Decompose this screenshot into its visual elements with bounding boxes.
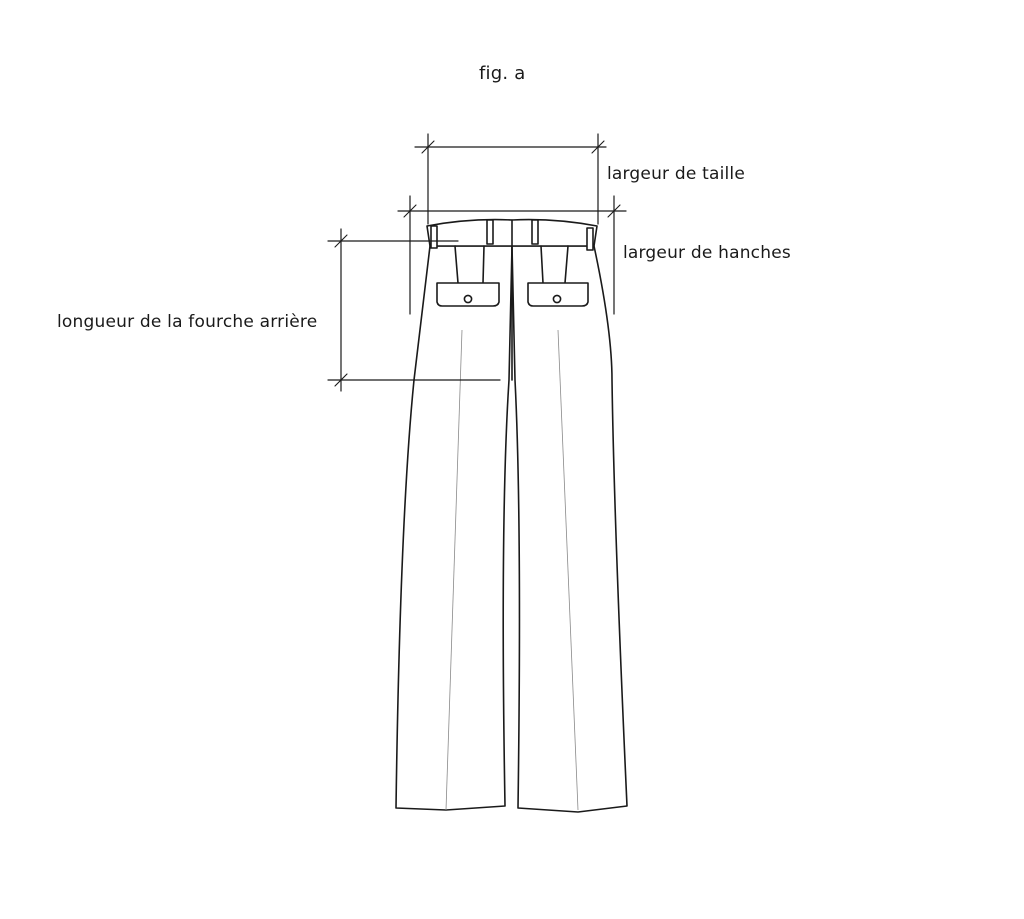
- back-rise-label: longueur de la fourche arrière: [57, 312, 318, 332]
- right-pocket-button: [552, 294, 562, 304]
- waist-width-dimension: [414, 133, 607, 225]
- left-leg: [395, 245, 513, 811]
- belt-loop: [430, 225, 438, 249]
- figure-title: fig. a: [479, 63, 526, 84]
- trousers-outline: [395, 245, 628, 813]
- back-darts: [454, 245, 569, 284]
- belt-loop: [531, 219, 539, 245]
- hip-width-dimension: [397, 195, 627, 315]
- belt-loop: [486, 219, 494, 245]
- right-crease: [557, 329, 579, 811]
- waistband: [426, 218, 598, 251]
- left-crease: [445, 329, 463, 811]
- back-pockets: [436, 282, 589, 307]
- back-rise-dimension: [327, 228, 501, 392]
- left-pocket-flap: [436, 282, 500, 307]
- right-leg: [511, 245, 628, 813]
- waist-width-label: largeur de taille: [607, 164, 746, 184]
- right-pocket-flap: [527, 282, 589, 307]
- hip-width-label: largeur de hanches: [623, 243, 791, 263]
- left-pocket-button: [463, 294, 473, 304]
- belt-loop: [586, 227, 594, 251]
